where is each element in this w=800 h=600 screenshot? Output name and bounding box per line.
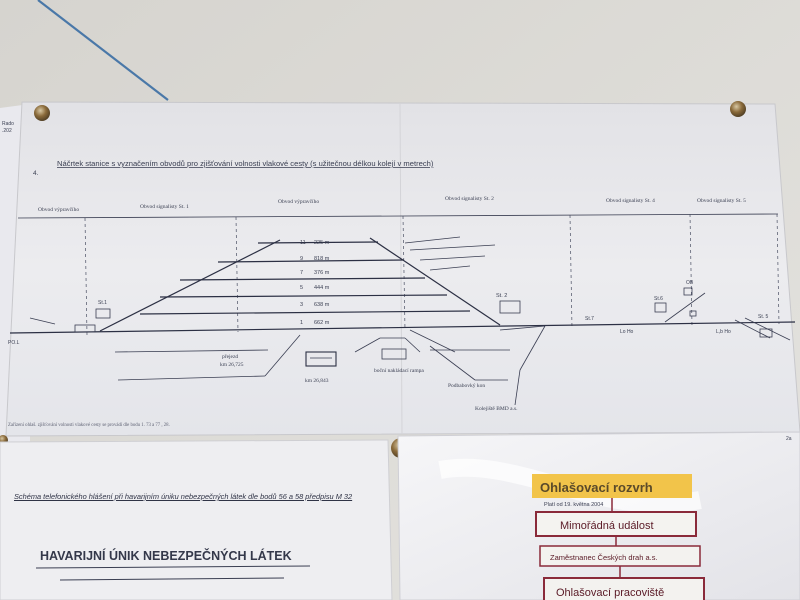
svg-text:2a: 2a xyxy=(786,436,792,442)
track-layout xyxy=(9,236,796,406)
post-station-box xyxy=(74,324,96,333)
kolejiste-label: Kolejiště BMD a.s. xyxy=(475,406,518,412)
label-signalista-1: Obvod signalisty St. 1 xyxy=(140,204,189,210)
track-3-number: 3 xyxy=(300,302,303,308)
bottom-structures: přejezd km 26,725 km 26,843 boční naklád… xyxy=(220,348,518,412)
crossing-label: přejezd xyxy=(222,354,238,360)
post-ob-box xyxy=(683,287,693,296)
notice-sheet: 2a Ohlašovací rozvrh Platí od 19. května… xyxy=(397,431,800,600)
track-1-number: 1 xyxy=(300,320,303,326)
pin-top-right xyxy=(730,101,746,117)
post-st1-box xyxy=(95,308,111,319)
circuit-boundaries xyxy=(17,213,780,336)
track-end-left: PO.L xyxy=(8,340,20,346)
loading-ramp-box xyxy=(381,348,407,360)
track-5-number: 5 xyxy=(300,285,303,291)
track-end-lb: L,b Ho xyxy=(716,329,731,335)
notice-title: Ohlašovací rozvrh xyxy=(540,480,653,495)
label-vypravci-2: Obvod výpravčího xyxy=(278,199,319,205)
scheme-header: Schéma telefonického hlášení při havarij… xyxy=(14,492,353,501)
label-vypravci-1: Obvod výpravčího xyxy=(38,207,79,213)
label-signalista-4: Obvod signalisty St. 4 xyxy=(606,198,655,204)
post-st6-label: St.6 xyxy=(654,296,663,302)
post-st7-label: St.7 xyxy=(585,316,594,322)
svg-text:Rado: Rado xyxy=(2,121,14,127)
pin-top-left xyxy=(34,105,50,121)
wall-cable xyxy=(37,0,169,101)
label-signalista-5: Obvod signalisty St. 5 xyxy=(697,198,746,204)
scheme-sheet: Schéma telefonického hlášení při havarij… xyxy=(0,439,393,600)
signal-posts: St.1 St. 2 St.7 St.6 St. 5 OB xyxy=(74,280,773,338)
crossing-km: km 26,725 xyxy=(220,362,244,368)
post-st2-label: St. 2 xyxy=(496,293,507,299)
track-1-length: 662 m xyxy=(314,320,330,326)
track-9-length: 818 m xyxy=(314,256,330,262)
track-7-number: 7 xyxy=(300,270,303,276)
notice-box-employee-label: Zaměstnanec Českých drah a.s. xyxy=(550,553,658,562)
diagram-heading: Náčrtek stanice s vyznačením obvodů pro … xyxy=(57,159,434,168)
notice-box-event-label: Mimořádná událost xyxy=(560,520,654,532)
diagram-footnote: Zařízení ohlaš. zjišťování volnosti vlak… xyxy=(8,423,170,428)
post-st5-label: St. 5 xyxy=(758,314,769,320)
track-7-length: 376 m xyxy=(314,270,330,276)
diagram-sheet xyxy=(5,101,800,437)
notice-box-event xyxy=(535,511,697,537)
post-mid-box xyxy=(689,310,697,317)
scheme-title: HAVARIJNÍ ÚNIK NEBEZPEČNÝCH LÁTEK xyxy=(40,548,292,563)
notice-title-bar xyxy=(532,474,692,498)
post-st1-label: St.1 xyxy=(98,300,107,306)
post-st2-box xyxy=(499,300,521,314)
track-3-length: 638 m xyxy=(314,302,330,308)
post-ob-label: OB xyxy=(686,280,694,286)
track-11-length: 225 m xyxy=(314,240,330,246)
notice-valid-from: Platí od 19. května 2004 xyxy=(544,502,603,508)
post-st6-box xyxy=(654,302,667,313)
loading-ramp-label: boční nakládací rampa xyxy=(374,368,424,374)
label-signalista-2: Obvod signalisty St. 2 xyxy=(445,196,494,202)
heading-number: 4. xyxy=(33,170,39,177)
svg-text:.202: .202 xyxy=(2,128,12,134)
track-5-length: 444 m xyxy=(314,285,330,291)
post-right-box xyxy=(759,328,773,338)
notice-box-reporting-label: Ohlašovací pracoviště xyxy=(556,587,664,599)
track-end-lo: Lo Ho xyxy=(620,329,634,335)
station-km: km 26,843 xyxy=(305,378,329,384)
track-11-number: 11 xyxy=(300,240,306,246)
section-labels: Obvod výpravčího Obvod signalisty St. 1 … xyxy=(38,196,746,213)
track-labels: 11 225 m 9 818 m 7 376 m 5 444 m 3 638 m… xyxy=(300,240,330,326)
podbabovka-label: Podbabovký kon xyxy=(448,383,485,389)
station-building xyxy=(305,351,337,367)
track-9-number: 9 xyxy=(300,256,303,262)
notice-box-reporting xyxy=(543,577,705,600)
